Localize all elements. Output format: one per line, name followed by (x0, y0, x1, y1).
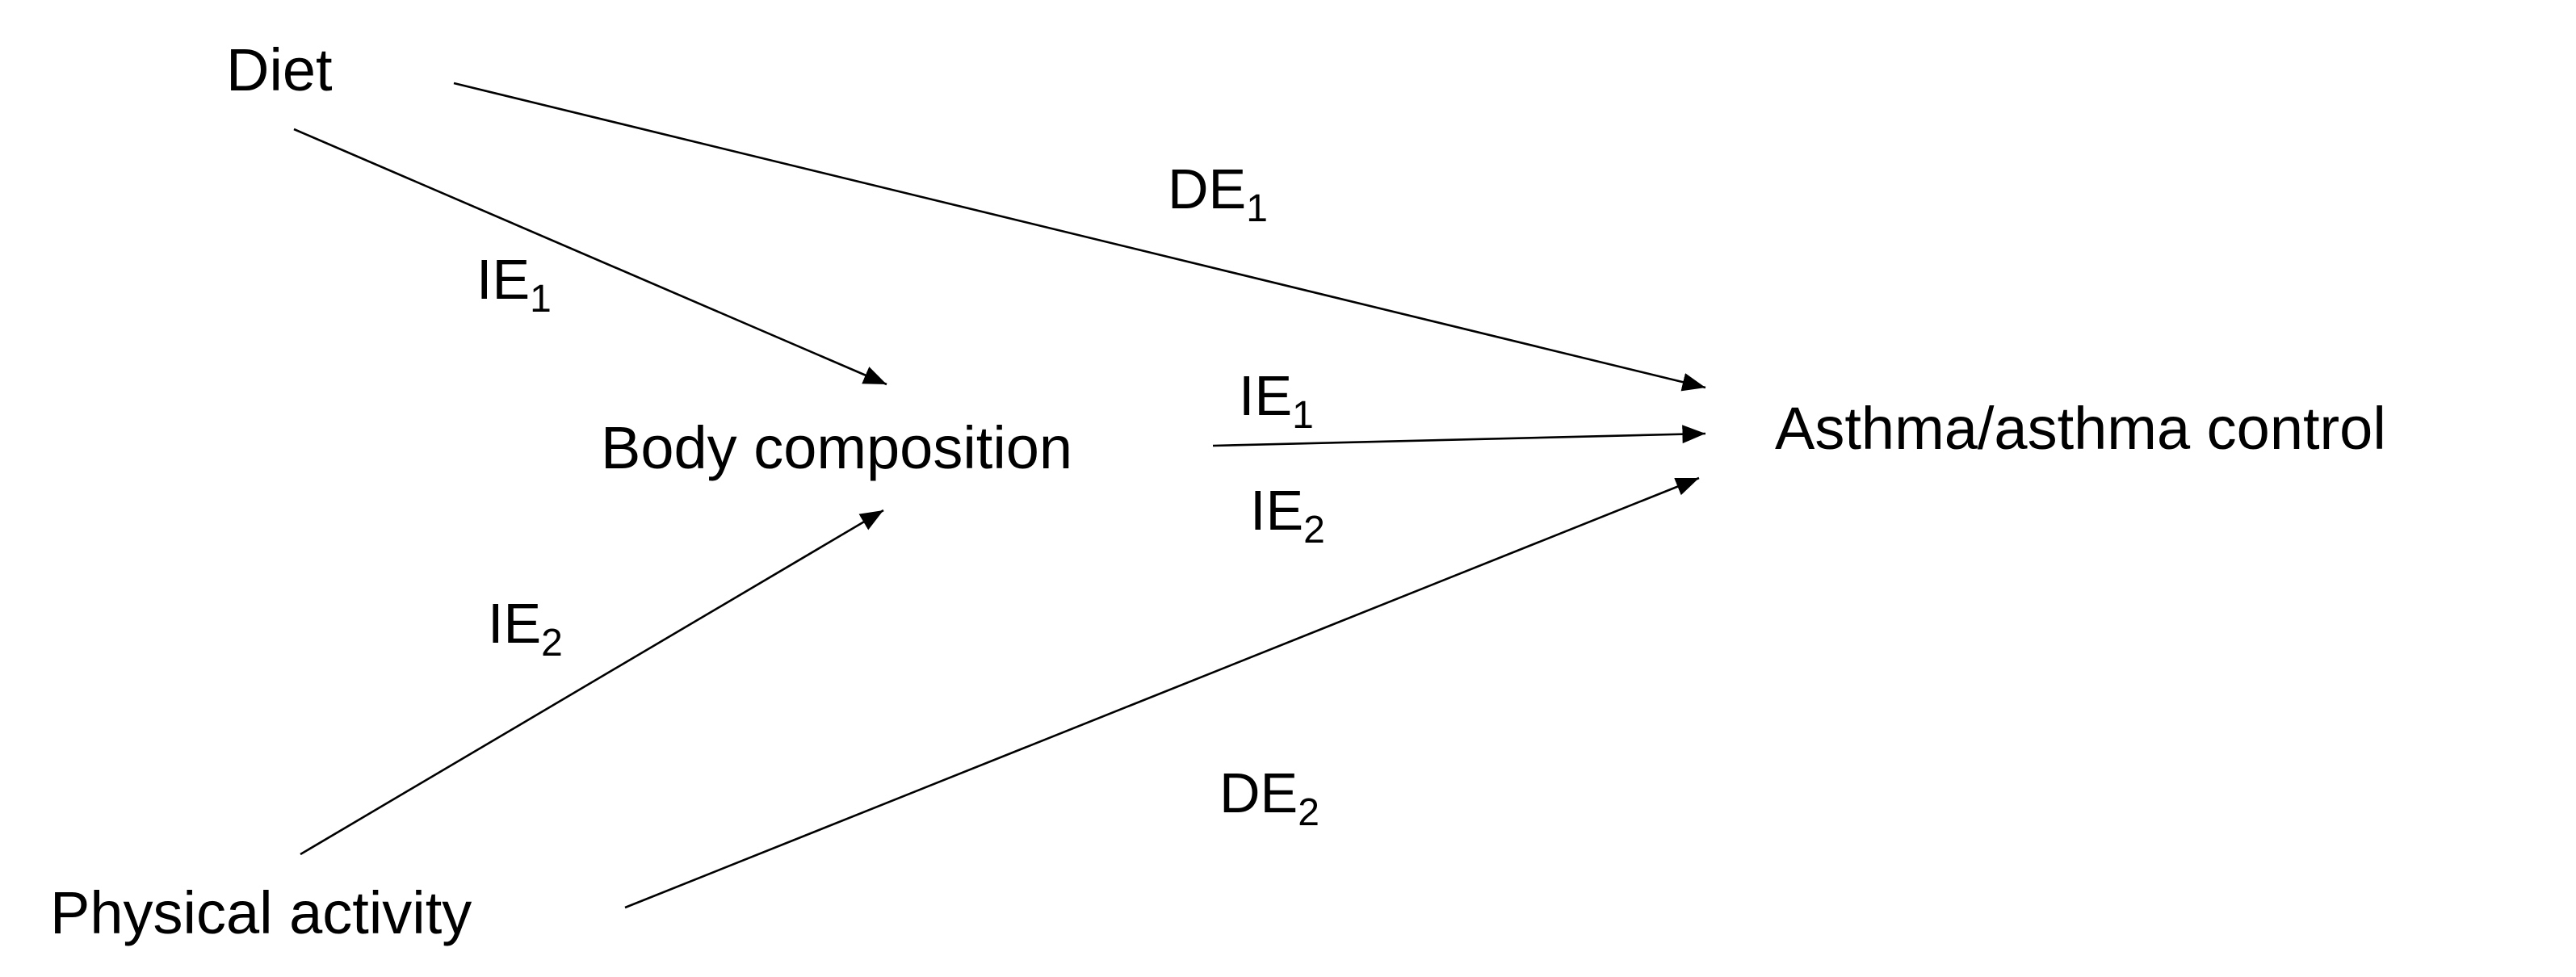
arrow-diet-to-outcome (453, 82, 1706, 392)
label-subscript: 1 (1292, 394, 1314, 437)
label-main: IE (476, 248, 530, 311)
label-main: IE (1250, 479, 1303, 542)
arrow-body-composition-to-outcome (1212, 425, 1706, 447)
arrow-diet-to-body-composition (293, 128, 887, 386)
label-main: IE (1239, 364, 1292, 427)
label-diet-to-outcome: DE1 (1168, 157, 1268, 230)
arrow-physical-activity-to-outcome (624, 476, 1700, 909)
label-subscript: 2 (541, 622, 563, 665)
label-body-to-outcome-lower: IE2 (1250, 479, 1325, 551)
label-subscript: 1 (1246, 187, 1268, 230)
label-body-to-outcome-upper: IE1 (1239, 364, 1314, 437)
node-body-composition: Body composition (601, 414, 1072, 481)
label-activity-to-outcome: DE2 (1219, 761, 1319, 834)
label-main: DE (1168, 157, 1246, 220)
label-diet-to-body-composition: IE1 (476, 248, 552, 321)
arrow-physical-activity-to-body-composition (300, 509, 884, 856)
label-main: DE (1219, 761, 1298, 824)
label-activity-to-body-composition: IE2 (488, 592, 563, 665)
node-diet: Diet (226, 36, 333, 103)
node-outcome: Asthma/asthma control (1775, 395, 2386, 462)
label-subscript: 1 (530, 278, 552, 321)
node-physical-activity: Physical activity (50, 879, 472, 946)
label-main: IE (488, 592, 541, 655)
label-subscript: 2 (1298, 791, 1319, 834)
label-subscript: 2 (1303, 509, 1325, 551)
